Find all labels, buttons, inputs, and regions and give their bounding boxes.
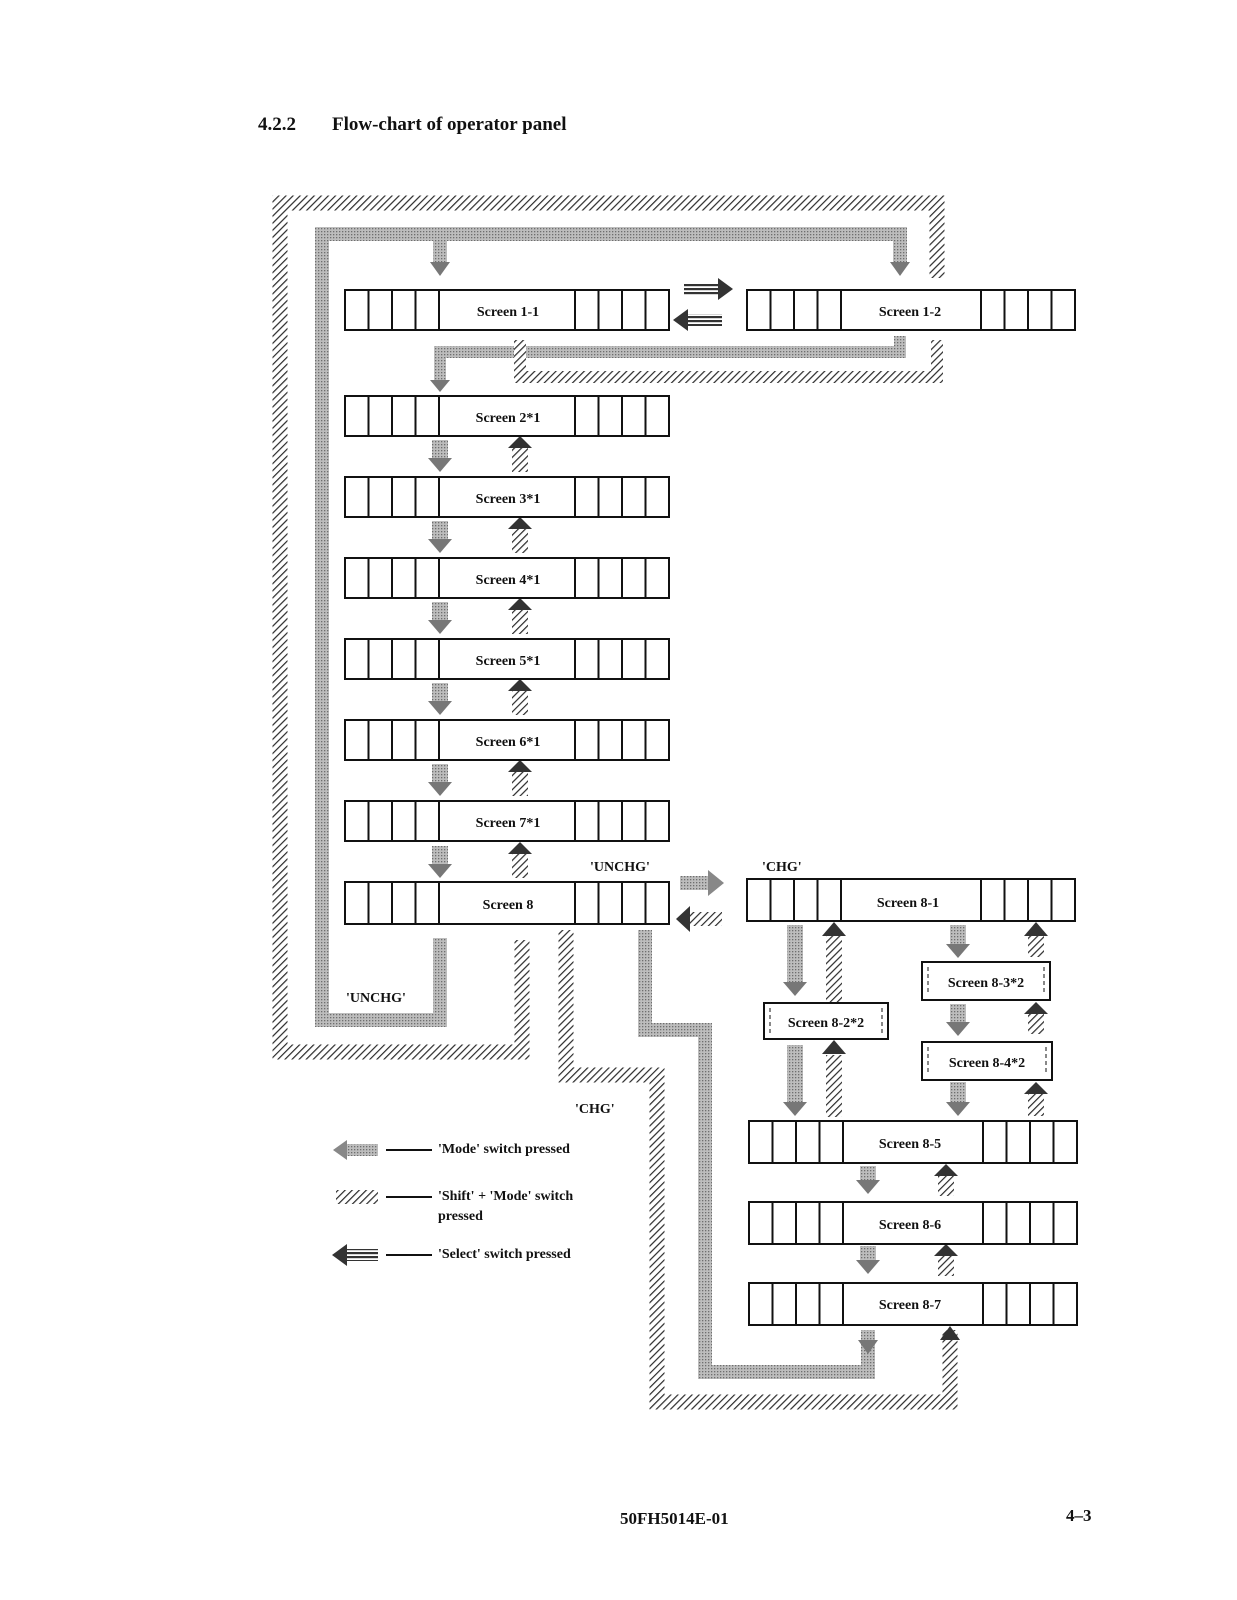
unchg-loop-label: 'UNCHG'	[346, 991, 406, 1006]
shift-arrow-icon	[508, 679, 532, 715]
shift-arrow-icon	[508, 436, 532, 472]
legend-shift-mode-label: 'Shift' + 'Mode' switch pressed	[438, 1189, 574, 1224]
chg-lower-loop	[558, 930, 960, 1410]
right-column-arrows	[783, 922, 1048, 1276]
screen-2-label: Screen 2*1	[476, 411, 541, 426]
screen-4-box	[344, 557, 670, 599]
screen-8-5-box	[748, 1120, 1078, 1164]
shift-arrow-icon	[508, 760, 532, 796]
screen-1-2-label: Screen 1-2	[879, 305, 941, 320]
page-number: 4–3	[1066, 1506, 1092, 1525]
screen-8-5-label: Screen 8-5	[879, 1137, 941, 1152]
legend-select-label: 'Select' switch pressed	[438, 1247, 571, 1262]
screen-8-6-label: Screen 8-6	[879, 1218, 941, 1233]
screen-1-1-box	[344, 289, 670, 331]
mode-outer-loop	[315, 227, 907, 1027]
shift-legend-icon	[336, 1190, 432, 1204]
screen-8-4-label: Screen 8-4*2	[949, 1056, 1025, 1071]
shift-mode-outer-loop	[272, 195, 945, 1060]
shift-arrow-icon	[508, 842, 532, 878]
screen-5-label: Screen 5*1	[476, 654, 541, 669]
screen-5-box	[344, 638, 670, 680]
screen-7-label: Screen 7*1	[476, 816, 541, 831]
mode-arrow-icon	[428, 602, 452, 634]
screen-3-box	[344, 476, 670, 518]
screen-8-2-label: Screen 8-2*2	[788, 1016, 864, 1031]
screen-8-4-box	[921, 1041, 1053, 1081]
screen-7-box	[344, 800, 670, 842]
mode-arrow-icon	[428, 846, 452, 878]
shift-arrow-icon	[508, 598, 532, 634]
mode-arrow-icon	[428, 764, 452, 796]
select-arrows	[673, 278, 733, 331]
screen-8-2-box	[763, 1002, 889, 1040]
mode-arrow-icon	[428, 683, 452, 715]
legend	[332, 1140, 432, 1266]
screen-6-box	[344, 719, 670, 761]
screen-1-2-box	[746, 289, 1076, 331]
legend-mode-label: 'Mode' switch pressed	[438, 1142, 570, 1157]
chg-bottom-label: 'CHG'	[575, 1102, 615, 1117]
mode-arrow-icon	[890, 262, 910, 276]
main-column-arrows	[428, 436, 532, 878]
screen-8-1-box	[746, 878, 1076, 922]
screen-8-box	[344, 881, 670, 925]
screen-8-7-label: Screen 8-7	[879, 1298, 941, 1313]
screen-6-label: Screen 6*1	[476, 735, 541, 750]
screen-4-label: Screen 4*1	[476, 573, 541, 588]
screen-8-7-box	[748, 1282, 1078, 1326]
screen-3-label: Screen 3*1	[476, 492, 541, 507]
screen-8-3-label: Screen 8-3*2	[948, 976, 1024, 991]
mode-legend-icon	[333, 1140, 432, 1160]
document-code: 50FH5014E-01	[620, 1509, 729, 1528]
mode-arrow-icon	[428, 440, 452, 472]
mode-return-path	[434, 336, 906, 380]
unchg-right-label: 'UNCHG'	[590, 860, 650, 875]
screen-8-3-box	[921, 961, 1051, 1001]
chg-right-label: 'CHG'	[762, 860, 802, 875]
mode-arrow-icon	[680, 870, 724, 896]
screen-8-1-label: Screen 8-1	[877, 896, 939, 911]
screen8-branch-arrows	[676, 870, 724, 932]
section-title: Flow-chart of operator panel	[332, 114, 567, 135]
mode-arrow-icon	[430, 262, 450, 276]
mode-arrow-icon	[430, 380, 450, 392]
screen-8-label: Screen 8	[483, 898, 534, 913]
shift-arrow-icon	[508, 517, 532, 553]
optional-screens	[763, 961, 1053, 1081]
shift-return-path	[514, 340, 943, 383]
section-number: 4.2.2	[258, 114, 296, 135]
select-legend-icon	[332, 1244, 432, 1266]
section-heading: 4.2.2 Flow-chart of operator panel	[258, 114, 566, 136]
shift-arrow-icon	[676, 906, 722, 932]
screen-8-6-box	[748, 1201, 1078, 1245]
screen-1-1-label: Screen 1-1	[477, 305, 539, 320]
mode-arrow-icon	[428, 521, 452, 553]
screen-2-box	[344, 395, 670, 437]
